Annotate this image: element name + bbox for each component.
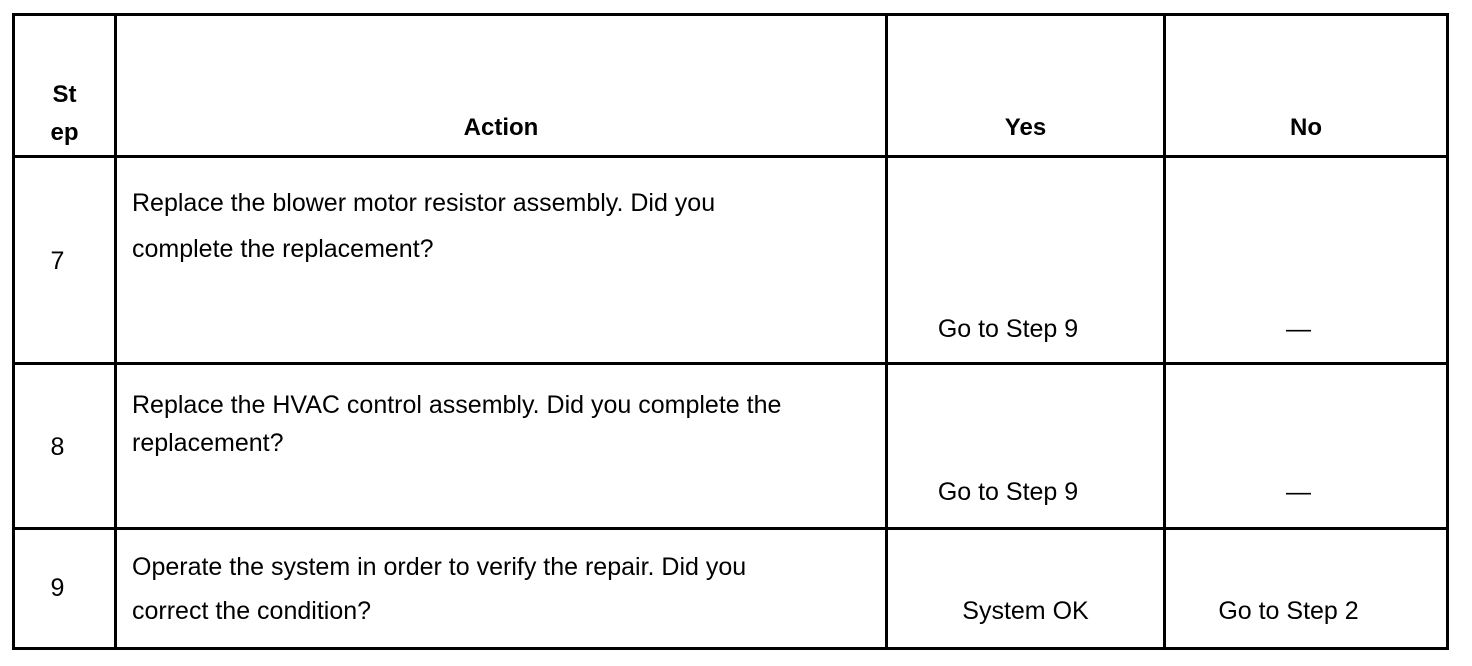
column-divider [1163,13,1166,650]
action-line: Operate the system in order to verify th… [132,553,747,581]
header-yes: Yes [1004,114,1047,141]
action-line: correct the condition? [132,597,372,625]
table-row-step: 7 [50,247,65,275]
action-line: Replace the HVAC control assembly. Did y… [132,391,782,419]
table-row-yes: Go to Step 9 [937,478,1079,506]
table-row-no: — [1286,478,1311,506]
header-step-line2: ep [50,119,79,146]
table-row-yes: Go to Step 9 [937,315,1079,343]
table-border-top [12,13,1449,16]
table-row-step: 8 [50,433,65,461]
header-divider [12,155,1449,158]
table-row-step: 9 [50,574,65,602]
table-row-no: Go to Step 2 [1218,597,1359,625]
row-divider [12,527,1449,530]
header-action: Action [463,114,539,141]
table-border-left [12,13,15,650]
table-row-no: — [1286,315,1311,343]
header-no: No [1290,114,1322,141]
row-divider [12,362,1449,365]
action-line: Replace the blower motor resistor assemb… [132,189,716,217]
table-row-yes: System OK [962,597,1089,625]
column-divider [114,13,117,650]
table-border-right [1446,13,1449,650]
table-row-action: Operate the system in order to verify th… [132,545,882,633]
table-row-action: Replace the HVAC control assembly. Did y… [132,386,882,462]
header-step: St ep [15,76,114,152]
action-line: complete the replacement? [132,235,434,263]
action-line: replacement? [132,429,284,457]
column-divider [885,13,888,650]
table-border-bottom [12,647,1449,650]
header-step-line1: St [52,81,77,108]
table-row-action: Replace the blower motor resistor assemb… [132,180,882,272]
diagnostic-table: St ep Action Yes No 7 Replace the blower… [12,13,1449,650]
